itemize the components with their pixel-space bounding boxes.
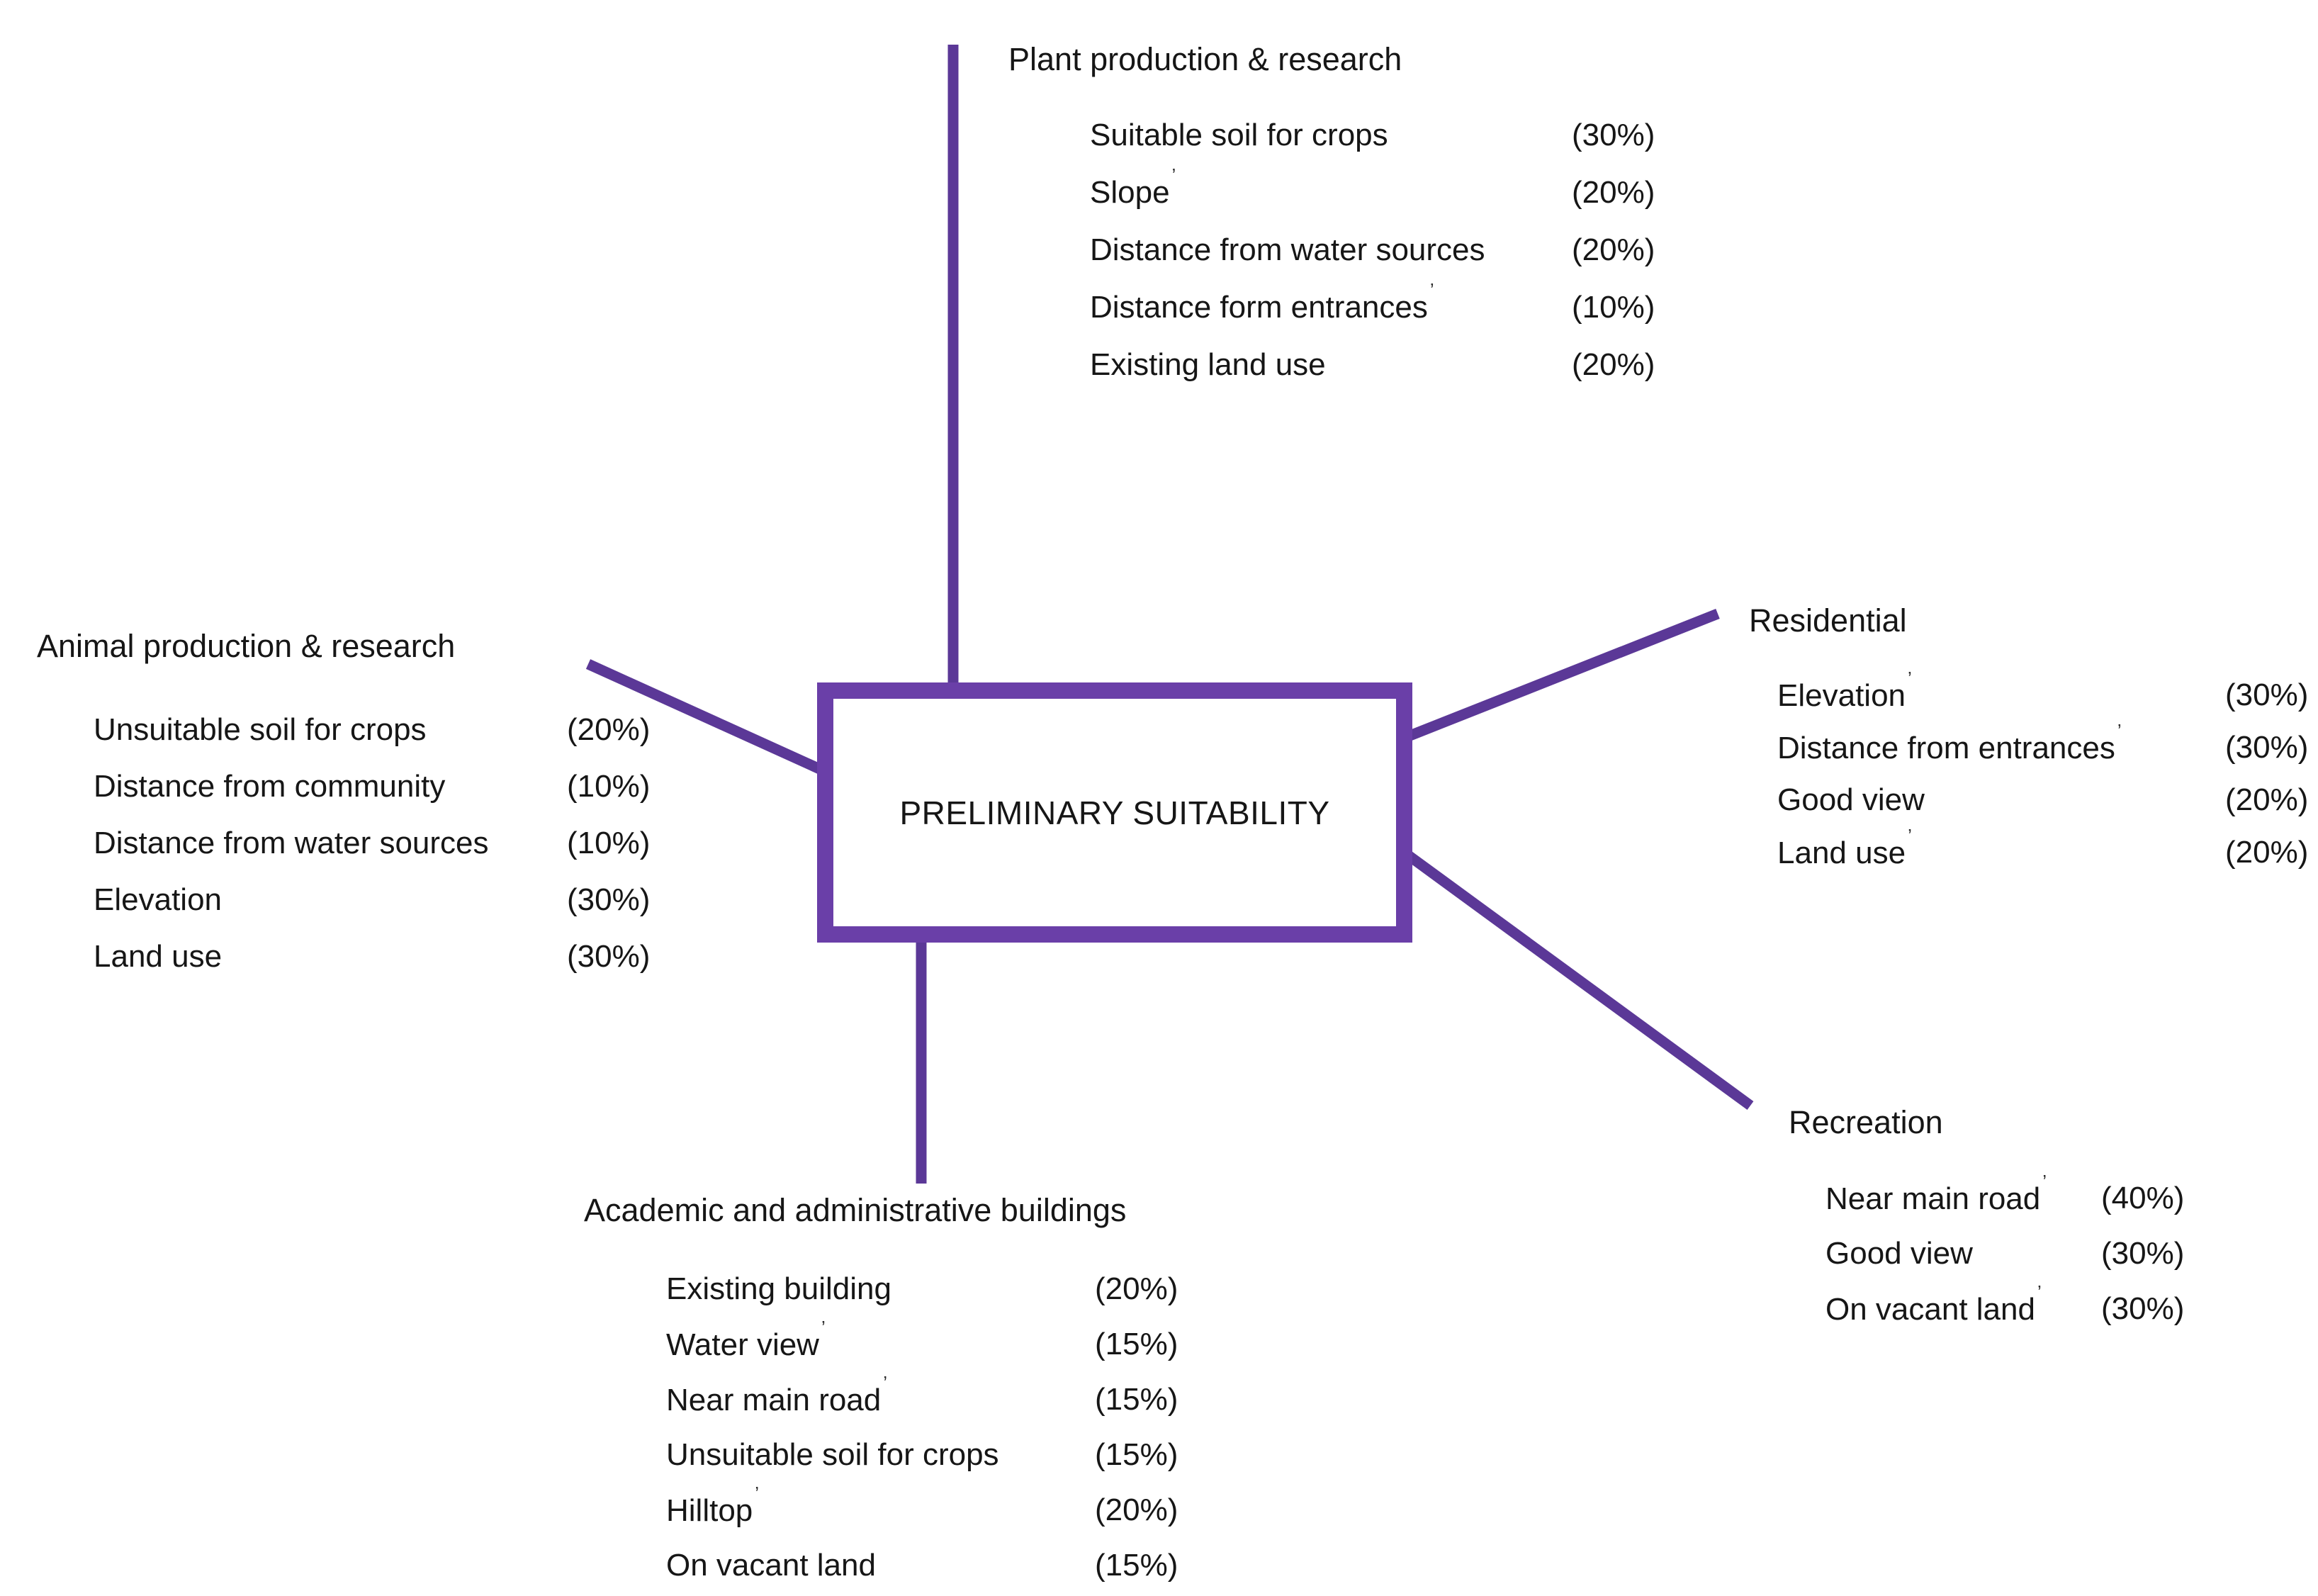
section-items-recreation: Near main road’(40%)Good view(30%)On vac… <box>1825 1170 2184 1337</box>
criterion-row: Good view (20%) <box>1777 774 2308 826</box>
criterion-label: Hilltop’ <box>666 1482 760 1528</box>
criterion-weight: (10%) <box>567 769 651 804</box>
footnote-tick: ’ <box>1429 279 1434 300</box>
criterion-row: Unsuitable soil for crops (20%) <box>94 702 650 758</box>
criterion-weight: (15%) <box>1095 1382 1178 1417</box>
section-title-recreation: Recreation <box>1789 1104 1943 1140</box>
criterion-weight: (10%) <box>1572 289 1655 325</box>
section-title-academic: Academic and administrative buildings <box>584 1192 1127 1228</box>
criterion-row: Good view (30%) <box>1825 1226 2184 1281</box>
criterion-label: Near main road’ <box>1825 1170 2047 1216</box>
section-title-animal-production: Animal production & research <box>37 628 456 664</box>
criterion-label: Suitable soil for crops <box>1090 117 1388 152</box>
criterion-row: Hilltop’ (20%) <box>666 1482 1178 1538</box>
criterion-row: Near main road’ (15%) <box>666 1371 1178 1427</box>
center-node: PRELIMINARY SUITABILITY <box>817 682 1412 943</box>
criterion-label: Elevation’ <box>1777 667 1912 713</box>
criterion-label: Slope’ <box>1090 164 1176 210</box>
criterion-weight: (20%) <box>1572 174 1655 210</box>
criterion-label: On vacant land <box>666 1548 876 1583</box>
criterion-weight: (10%) <box>567 826 651 860</box>
footnote-tick: ’ <box>821 1316 826 1338</box>
footnote-tick: ’ <box>1171 164 1176 186</box>
criterion-row: Distance form entrances’ (10%) <box>1090 279 1655 336</box>
section-items-animal-production: Unsuitable soil for crops (20%) Distance f… <box>94 702 650 985</box>
criterion-row: Water view’ (15%) <box>666 1316 1178 1372</box>
criterion-row: Distance from water sources (10%) <box>94 815 650 872</box>
criterion-row: Existing land use (20%) <box>1090 336 1655 393</box>
criterion-row: On vacant land (15%) <box>666 1538 1178 1593</box>
criterion-label: On vacant land’ <box>1825 1281 2042 1327</box>
criterion-weight: (30%) <box>2101 1291 2185 1326</box>
criterion-row: On vacant land’ (30%) <box>1825 1281 2184 1337</box>
criterion-label: Land use’ <box>1777 824 1912 870</box>
criterion-row: Land use’ (20%) <box>1777 824 2308 879</box>
criterion-weight: (20%) <box>1572 232 1655 267</box>
criterion-label: Existing building <box>666 1271 891 1306</box>
criterion-weight: (15%) <box>1095 1437 1178 1472</box>
criterion-label: Existing land use <box>1090 347 1326 382</box>
criterion-weight: (20%) <box>2225 835 2309 870</box>
criterion-label: Unsuitable soil for crops <box>666 1437 999 1472</box>
criterion-weight: (20%) <box>2225 782 2309 817</box>
criterion-weight: (15%) <box>1095 1327 1178 1361</box>
criterion-label: Unsuitable soil for crops <box>94 712 427 747</box>
criterion-row: Elevation’ (30%) <box>1777 667 2308 721</box>
section-items-academic: Existing building(20%)Water view’(15%)Ne… <box>666 1261 1178 1593</box>
criterion-label: Elevation <box>94 882 223 917</box>
criterion-label: Good view <box>1825 1236 1973 1271</box>
criterion-row: Distance from community (10%) <box>94 758 650 815</box>
criterion-label: Distance from water sources <box>94 826 489 860</box>
criterion-weight: (30%) <box>2225 730 2309 765</box>
footnote-tick: ’ <box>2037 1281 2042 1303</box>
footnote-tick: ’ <box>1908 824 1912 846</box>
criterion-weight: (20%) <box>1095 1493 1178 1527</box>
criterion-label: Water view’ <box>666 1316 826 1362</box>
criterion-weight: (20%) <box>567 712 651 747</box>
criterion-label: Near main road’ <box>666 1371 888 1417</box>
criterion-weight: (30%) <box>567 939 651 974</box>
criterion-label: Good view <box>1777 782 1925 817</box>
footnote-tick: ’ <box>755 1482 760 1504</box>
criterion-label: Distance form entrances’ <box>1090 279 1434 325</box>
criterion-row: Near main road’ (40%) <box>1825 1170 2184 1226</box>
criterion-row: Elevation (30%) <box>94 872 650 928</box>
footnote-tick: ’ <box>1908 667 1912 689</box>
section-items-plant-production: Suitable soil for crops(30%)Slope’(20%)D… <box>1090 106 1655 393</box>
criterion-label: Land use <box>94 939 223 974</box>
criterion-row: Suitable soil for crops (30%) <box>1090 106 1655 164</box>
criterion-row: Land use (30%) <box>94 928 650 985</box>
connector-residential <box>1402 609 1720 743</box>
criterion-weight: (30%) <box>567 882 651 917</box>
criterion-row: Unsuitable soil for crops (15%) <box>666 1427 1178 1483</box>
connector-recreation <box>1401 848 1754 1111</box>
criterion-weight: (20%) <box>1572 347 1655 382</box>
criterion-label: Distance from water sources <box>1090 232 1485 267</box>
criterion-weight: (15%) <box>1095 1548 1178 1583</box>
criterion-label: Distance from entrances’ <box>1777 719 2122 765</box>
criterion-label: Distance from community <box>94 769 446 804</box>
section-title-plant-production: Plant production & research <box>1008 41 1402 77</box>
section-title-residential: Residential <box>1749 602 1907 639</box>
criterion-weight: (30%) <box>2225 678 2309 712</box>
footnote-tick: ’ <box>2117 719 2122 741</box>
section-items-residential: Elevation’ (30%) Distance from entrances’ (… <box>1777 667 2308 879</box>
footnote-tick: ’ <box>2042 1170 2047 1192</box>
criterion-weight: (20%) <box>1095 1271 1178 1306</box>
criterion-row: Slope’ (20%) <box>1090 164 1655 221</box>
criterion-row: Distance from entrances’ (30%) <box>1777 719 2308 774</box>
connector-animal-production <box>585 659 833 779</box>
criterion-row: Distance from water sources (20%) <box>1090 221 1655 279</box>
criterion-weight: (30%) <box>1572 117 1655 152</box>
criterion-weight: (40%) <box>2101 1181 2185 1215</box>
footnote-tick: ’ <box>883 1371 888 1393</box>
center-node-label: PRELIMINARY SUITABILITY <box>899 794 1330 831</box>
criterion-row: Existing building (20%) <box>666 1261 1178 1317</box>
criterion-weight: (30%) <box>2101 1236 2185 1271</box>
